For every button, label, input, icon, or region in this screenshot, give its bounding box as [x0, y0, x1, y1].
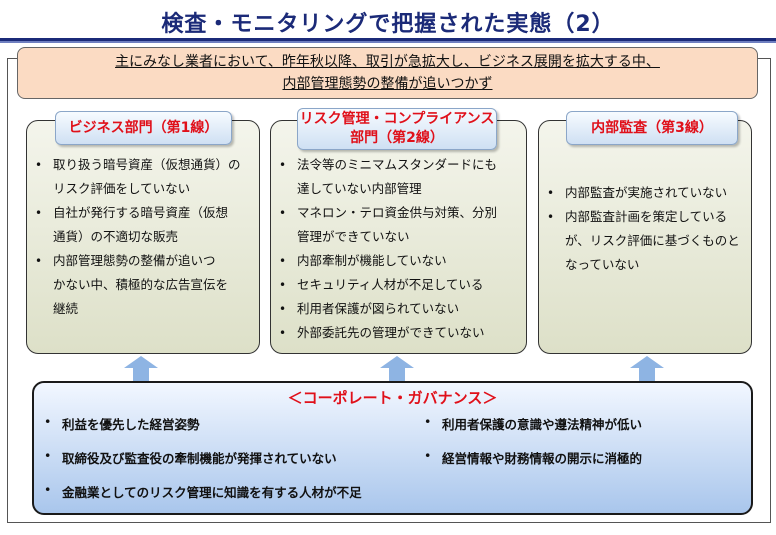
corporate-governance-box: ＜コーポレート・ガバナンス＞ 利益を優先した経営姿勢 取締役及び監査役の牽制機能… — [32, 381, 753, 515]
governance-item: 利用者保護の意識や遵法精神が低い — [414, 414, 642, 433]
governance-item: 利益を優先した経営姿勢 — [34, 414, 200, 433]
internal-audit-label: 内部監査（第3線） — [566, 111, 738, 145]
list-item: 内部監査が実施されていない — [539, 181, 751, 205]
list-item: 利用者保護が図られていない — [271, 297, 526, 321]
risk-compliance-label-line-2: 部門（第2線） — [350, 130, 444, 146]
list-item: 内部牽制が機能していない — [271, 249, 526, 273]
title-underline — [0, 38, 776, 43]
list-item: 自社が発行する暗号資産（仮想通貨）の不適切な販売 — [27, 201, 259, 249]
governance-item: 取締役及び監査役の牽制機能が発揮されていない — [34, 448, 337, 467]
up-arrow-icon — [630, 356, 664, 382]
up-arrow-icon — [124, 356, 158, 382]
up-arrow-icon — [380, 356, 414, 382]
summary-banner: 主にみなし業者において、昨年秋以降、取引が急拡大し、ビジネス展開を拡大する中、 … — [17, 47, 758, 99]
list-item: セキュリティ人材が不足している — [271, 273, 526, 297]
banner-line-1: 主にみなし業者において、昨年秋以降、取引が急拡大し、ビジネス展開を拡大する中、 — [115, 54, 660, 70]
internal-audit-box: 内部監査が実施されていない 内部監査計画を策定しているが、リスク評価に基づくもの… — [538, 120, 752, 354]
risk-compliance-label: リスク管理・コンプライアンス 部門（第2線） — [297, 108, 497, 150]
governance-title: ＜コーポレート・ガバナンス＞ — [287, 389, 498, 407]
governance-item: 金融業としてのリスク管理に知識を有する人材が不足 — [34, 482, 362, 501]
banner-line-2: 内部管理態勢の整備が追いつかず — [282, 76, 493, 92]
page-title: 検査・モニタリングで把握された実態（2） — [161, 12, 615, 37]
governance-item: 経営情報や財務情報の開示に消極的 — [414, 448, 642, 467]
risk-compliance-label-line-1: リスク管理・コンプライアンス — [299, 111, 495, 127]
list-item: 外部委託先の管理ができていない — [271, 321, 526, 345]
business-dept-label: ビジネス部門（第1線） — [55, 111, 232, 145]
